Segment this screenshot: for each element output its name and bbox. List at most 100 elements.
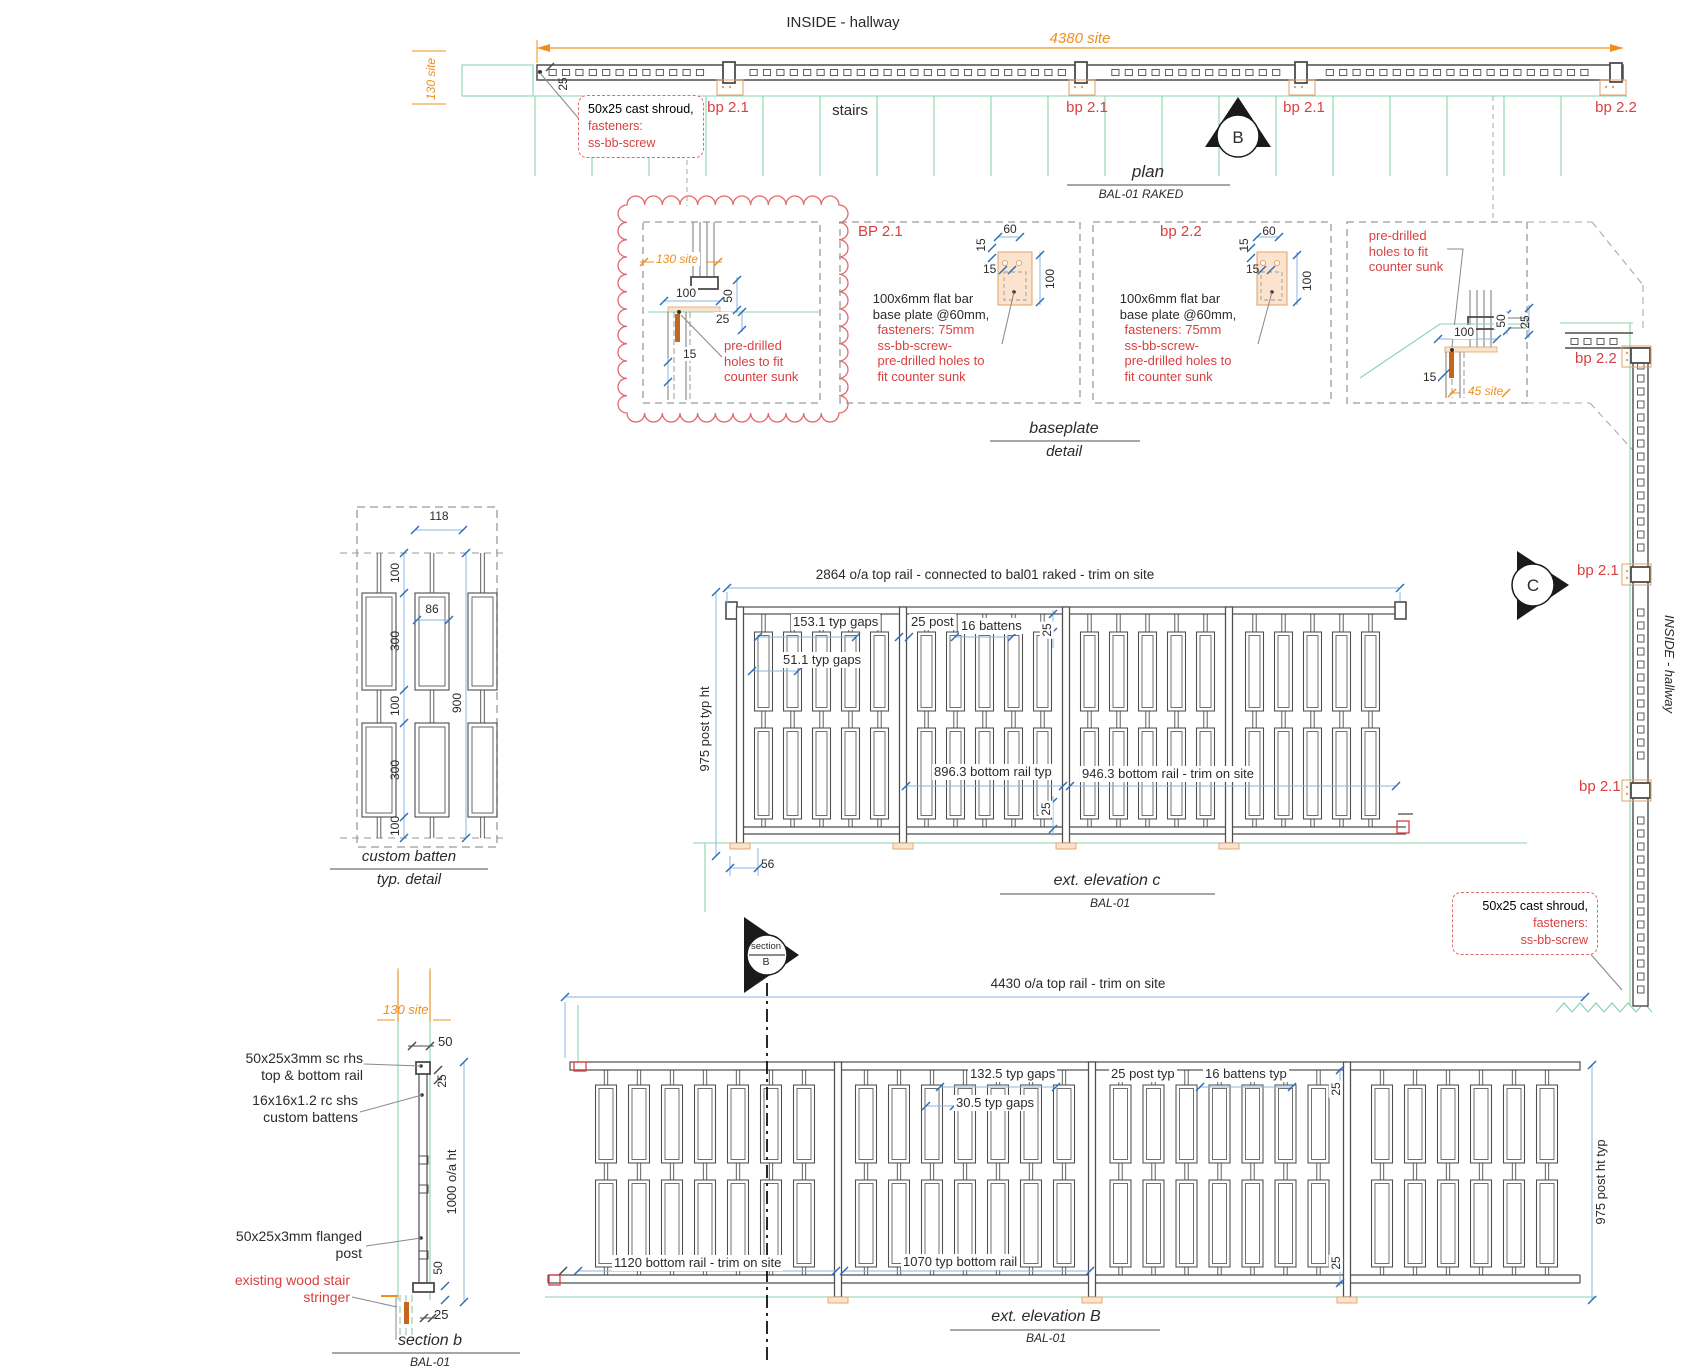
cloud-dim-15: 15	[681, 347, 699, 362]
secb-subtitle: BAL-01	[409, 1355, 451, 1368]
baseplate-title: baseplate	[1029, 420, 1099, 437]
bp21-detail-label: BP 2.1	[858, 223, 903, 240]
shroud-line2: fasteners:	[588, 118, 643, 133]
bp22-detail-label: bp 2.2	[1160, 223, 1202, 240]
secb-note-stringer: existing wood stair stringer	[234, 1272, 350, 1305]
plan-subtitle: BAL-01 RAKED	[1098, 187, 1184, 201]
elevb-rail-a: 1120 bottom rail - trim on site	[612, 1255, 784, 1271]
return-bp21-label-lower: bp 2.1	[1579, 778, 1621, 795]
corner-dim-50: 50	[1493, 312, 1509, 330]
batten-dim-100c: 100	[387, 815, 402, 837]
batten-dim-300b: 300	[387, 759, 402, 781]
elevb-gaps-b: 30.5 typ gaps	[954, 1095, 1037, 1111]
shroud-line1: 50x25 cast shroud,	[588, 102, 694, 116]
elevb-marker-word: section	[750, 941, 782, 952]
elevc-rail-a: 896.3 bottom rail typ	[932, 764, 1054, 780]
plan-shroud-callout: 50x25 cast shroud, fasteners: ss-bb-scre…	[578, 95, 704, 158]
bp21-dim-15a: 15	[973, 238, 988, 252]
plan-stairs-label: stairs	[832, 102, 868, 119]
elevb-d25-top: 25	[1328, 1080, 1344, 1098]
secb-note-rail: 50x25x3mm sc rhs top & bottom rail	[245, 1050, 363, 1083]
bp22-dim-100: 100	[1299, 270, 1314, 292]
return-bp22-label: bp 2.2	[1575, 350, 1617, 367]
plan-bp21-label-3: bp 2.1	[1283, 99, 1325, 116]
batten-detail-linework	[330, 506, 505, 870]
elevc-d25-top: 25	[1039, 621, 1055, 639]
section-marker-c-letter: C	[1526, 575, 1540, 595]
batten-dim-300a: 300	[387, 630, 402, 652]
corner-note: pre-drilled holes to fit counter sunk	[1368, 228, 1444, 275]
return-run-linework	[1565, 332, 1652, 1007]
elevc-post-label: 25 post	[909, 614, 956, 630]
elevb-marker-letter: B	[762, 956, 770, 968]
section-markers	[744, 97, 1569, 1362]
plan-title: plan	[1131, 162, 1165, 181]
elevc-subtitle: BAL-01	[1089, 896, 1131, 910]
elevb-d25-bot: 25	[1328, 1254, 1344, 1272]
section-marker-b-letter: B	[1232, 127, 1244, 147]
elevc-gaps-b: 51.1 typ gaps	[781, 652, 864, 668]
elevation-c-linework	[711, 583, 1413, 895]
bp22-dim-15b: 15	[1246, 262, 1260, 276]
plan-inside-label: INSIDE - hallway	[786, 14, 900, 31]
plan-dim-25: 25	[555, 77, 570, 91]
shroud2-line2: fasteners:	[1533, 915, 1588, 930]
plan-bp21-label-1: bp 2.1	[707, 99, 749, 116]
elevb-post-ht: 975 post ht typ	[1593, 1139, 1609, 1225]
bp22-dim-15a: 15	[1236, 238, 1251, 252]
return-shroud-callout: 50x25 cast shroud, fasteners: ss-bb-scre…	[1452, 892, 1598, 955]
bp21-dim-100: 100	[1042, 268, 1057, 290]
elevb-rail-b: 1070 typ bottom rail	[901, 1254, 1020, 1270]
elevb-dim-top: 4430 o/a top rail - trim on site	[990, 976, 1166, 991]
elevb-title: ext. elevation B	[991, 1308, 1101, 1325]
bp21-note-black: 100x6mm flat bar base plate @60mm,	[872, 291, 990, 322]
elevc-title: ext. elevation c	[1053, 872, 1161, 889]
bp21-note-red: fasteners: 75mm ss-bb-screw- pre-drilled…	[877, 322, 985, 384]
secb-d50-top: 50	[438, 1034, 453, 1049]
plan-dim-130: 130 site	[423, 57, 438, 101]
elevb-subtitle: BAL-01	[1025, 1331, 1067, 1345]
secb-dim-130site: 130 site	[383, 1002, 429, 1017]
secb-note-post: 50x25x3mm flanged post	[235, 1228, 362, 1261]
plan-bp21-label-2: bp 2.1	[1066, 99, 1108, 116]
secb-note-battens: 16x16x1.2 rc shs custom battens	[252, 1092, 358, 1125]
shroud2-line3: ss-bb-screw	[1520, 932, 1588, 947]
secb-d25-bot: 25	[434, 1307, 449, 1322]
cloud-dim-130site: 130 site	[654, 252, 701, 267]
bp21-dim-15b: 15	[983, 262, 997, 276]
return-inside-label: INSIDE - hallway	[1661, 614, 1677, 714]
elevc-gaps-a: 153.1 typ gaps	[791, 614, 881, 630]
bp22-dim-60: 60	[1262, 224, 1276, 238]
elevc-dim-top: 2864 o/a top rail - connected to bal01 r…	[815, 567, 1155, 582]
plan-bp22-label: bp 2.2	[1595, 99, 1637, 116]
cloud-dim-100: 100	[674, 286, 699, 301]
return-bp21-label-upper: bp 2.1	[1577, 562, 1619, 579]
corner-dim-45site: 45 site	[1468, 384, 1504, 398]
batten-detail-subtitle: typ. detail	[376, 871, 442, 888]
batten-dim-100b: 100	[387, 695, 402, 717]
secb-title: section b	[397, 1332, 463, 1349]
elevc-d25-bot: 25	[1038, 800, 1054, 818]
elevb-battens-label: 16 battens typ	[1203, 1066, 1289, 1082]
shroud2-line1: 50x25 cast shroud,	[1482, 899, 1588, 913]
bp21-dim-60: 60	[1003, 222, 1017, 236]
secb-d1000: 1000 o/a ht	[444, 1149, 460, 1215]
bp22-note-black: 100x6mm flat bar base plate @60mm,	[1119, 291, 1237, 322]
corner-dim-25: 25	[1517, 315, 1532, 329]
plan-dim-4380: 4380 site	[1049, 30, 1111, 47]
cloud-dim-25: 25	[714, 312, 732, 327]
secb-d25-top: 25	[434, 1074, 449, 1088]
batten-detail-title: custom batten	[361, 848, 457, 865]
batten-dim-118: 118	[427, 509, 451, 524]
elevc-d56: 56	[761, 857, 775, 871]
batten-dim-100a: 100	[387, 562, 402, 584]
section-b-linework	[332, 970, 520, 1354]
batten-dim-900: 900	[449, 692, 464, 714]
plan-linework	[412, 40, 1627, 221]
corner-dim-15: 15	[1421, 370, 1439, 385]
cloud-note: pre-drilled holes to fit counter sunk	[724, 338, 799, 385]
bp22-note-red: fasteners: 75mm ss-bb-screw- pre-drilled…	[1124, 322, 1232, 384]
elevb-post-label: 25 post typ	[1109, 1066, 1177, 1082]
